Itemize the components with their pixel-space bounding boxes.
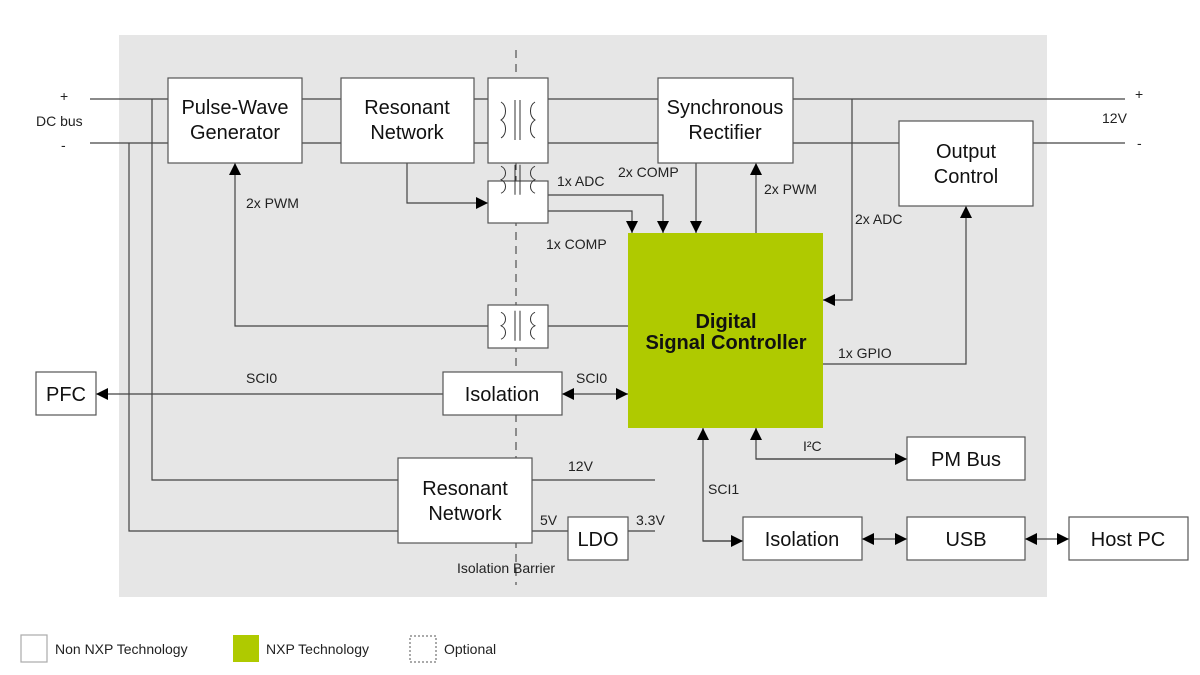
label-pwm-sr: 2x PWM — [764, 181, 817, 197]
svg-text:PM Bus: PM Bus — [931, 449, 1001, 471]
svg-text:USB: USB — [945, 529, 986, 551]
isolation-block-sci0: Isolation — [442, 371, 563, 416]
wires — [90, 98, 1125, 547]
label-sci1: SCI1 — [708, 481, 739, 497]
label-adc-1x: 1x ADC — [557, 173, 604, 189]
output-control-block: Output Control — [898, 120, 1034, 207]
out-plus-label: + — [1135, 86, 1143, 102]
label-isolation-barrier: Isolation Barrier — [457, 560, 555, 576]
legend-label-optional: Optional — [444, 641, 496, 657]
label-comp-1x: 1x COMP — [546, 236, 607, 252]
legend-swatch-non-nxp — [20, 634, 48, 663]
svg-text:Isolation: Isolation — [765, 529, 840, 551]
svg-text:Signal Controller: Signal Controller — [645, 332, 806, 354]
svg-text:Network: Network — [370, 122, 444, 144]
pulse-wave-generator-block: Pulse-Wave Generator — [167, 77, 303, 164]
svg-text:Output: Output — [936, 141, 996, 163]
svg-text:PFC: PFC — [46, 384, 86, 406]
label-sci0-left: SCI0 — [246, 370, 277, 386]
svg-text:Rectifier: Rectifier — [688, 122, 762, 144]
legend-swatch-nxp — [233, 635, 259, 662]
svg-text:Host PC: Host PC — [1091, 529, 1165, 551]
label-sci0-right: SCI0 — [576, 370, 607, 386]
svg-text:Network: Network — [428, 503, 502, 525]
svg-text:Generator: Generator — [190, 122, 280, 144]
dc-bus-label: DC bus — [36, 113, 83, 129]
legend: Non NXP Technology NXP Technology Option… — [20, 634, 496, 663]
label-12v-aux: 12V — [568, 458, 594, 474]
pfc-block: PFC — [35, 371, 97, 416]
legend-swatch-optional — [409, 635, 437, 663]
dc-minus-label: - — [61, 137, 66, 153]
isolation-block-sci1: Isolation — [742, 516, 863, 561]
svg-text:Control: Control — [934, 166, 998, 188]
transformer-pwm — [487, 304, 549, 349]
svg-text:LDO: LDO — [577, 529, 618, 551]
label-adc-2x: 2x ADC — [855, 211, 902, 227]
svg-text:Pulse-Wave: Pulse-Wave — [181, 97, 288, 119]
transformer-sense — [487, 164, 549, 224]
usb-block: USB — [906, 516, 1026, 561]
label-5v: 5V — [540, 512, 558, 528]
svg-text:Resonant: Resonant — [422, 478, 508, 500]
svg-text:Digital: Digital — [695, 311, 756, 333]
ldo-block: LDO — [567, 516, 629, 561]
label-pwm-pwg: 2x PWM — [246, 195, 299, 211]
label-i2c: I²C — [803, 438, 822, 454]
svg-text:Synchronous: Synchronous — [667, 97, 784, 119]
digital-signal-controller-block: Digital Signal Controller — [628, 233, 823, 428]
pm-bus-block: PM Bus — [906, 436, 1026, 481]
out-voltage-label: 12V — [1102, 110, 1128, 126]
label-comp-2x: 2x COMP — [618, 164, 679, 180]
svg-text:Isolation: Isolation — [465, 384, 540, 406]
host-pc-block: Host PC — [1068, 516, 1189, 561]
resonant-network-aux-block: Resonant Network — [397, 457, 533, 544]
label-3v3: 3.3V — [636, 512, 665, 528]
label-gpio: 1x GPIO — [838, 345, 892, 361]
legend-label-non-nxp: Non NXP Technology — [55, 641, 188, 657]
legend-label-nxp: NXP Technology — [266, 641, 369, 657]
synchronous-rectifier-block: Synchronous Rectifier — [657, 77, 794, 164]
dc-plus-label: + — [60, 88, 68, 104]
transformer-main — [487, 77, 549, 164]
out-minus-label: - — [1137, 135, 1142, 151]
resonant-network-block: Resonant Network — [340, 77, 475, 164]
svg-text:Resonant: Resonant — [364, 97, 450, 119]
